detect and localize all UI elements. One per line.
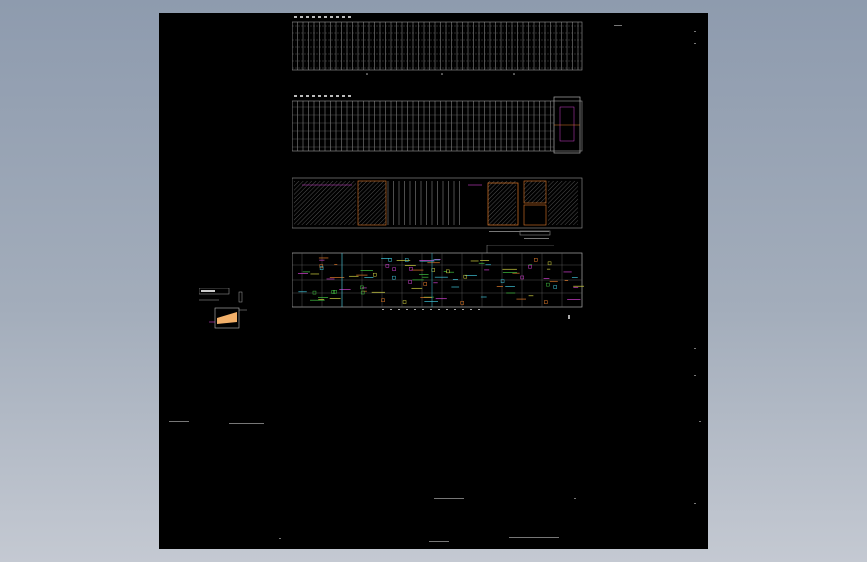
- annotation-mark: [229, 423, 264, 424]
- annotation-mark: [694, 43, 696, 44]
- annotation-mark: [524, 238, 549, 239]
- floor-plan-strip: [292, 245, 584, 323]
- cad-drawing-canvas[interactable]: [159, 13, 708, 549]
- annotation-mark: [279, 538, 281, 539]
- annotation-mark: [694, 375, 696, 376]
- annotation-mark: [509, 537, 559, 538]
- top-elevation-strip: [292, 16, 584, 76]
- legend-block: [199, 288, 249, 333]
- annotation-mark: [434, 498, 464, 499]
- annotation-mark: [694, 31, 696, 32]
- section-plan-strip: [292, 175, 584, 237]
- annotation-mark: [614, 25, 622, 26]
- annotation-mark: [699, 421, 701, 422]
- second-elevation-strip: [292, 95, 584, 157]
- annotation-mark: [169, 421, 189, 422]
- annotation-mark: [574, 498, 576, 499]
- annotation-mark: [429, 541, 449, 542]
- annotation-mark: [489, 231, 549, 232]
- annotation-mark: [694, 503, 696, 504]
- annotation-mark: [694, 348, 696, 349]
